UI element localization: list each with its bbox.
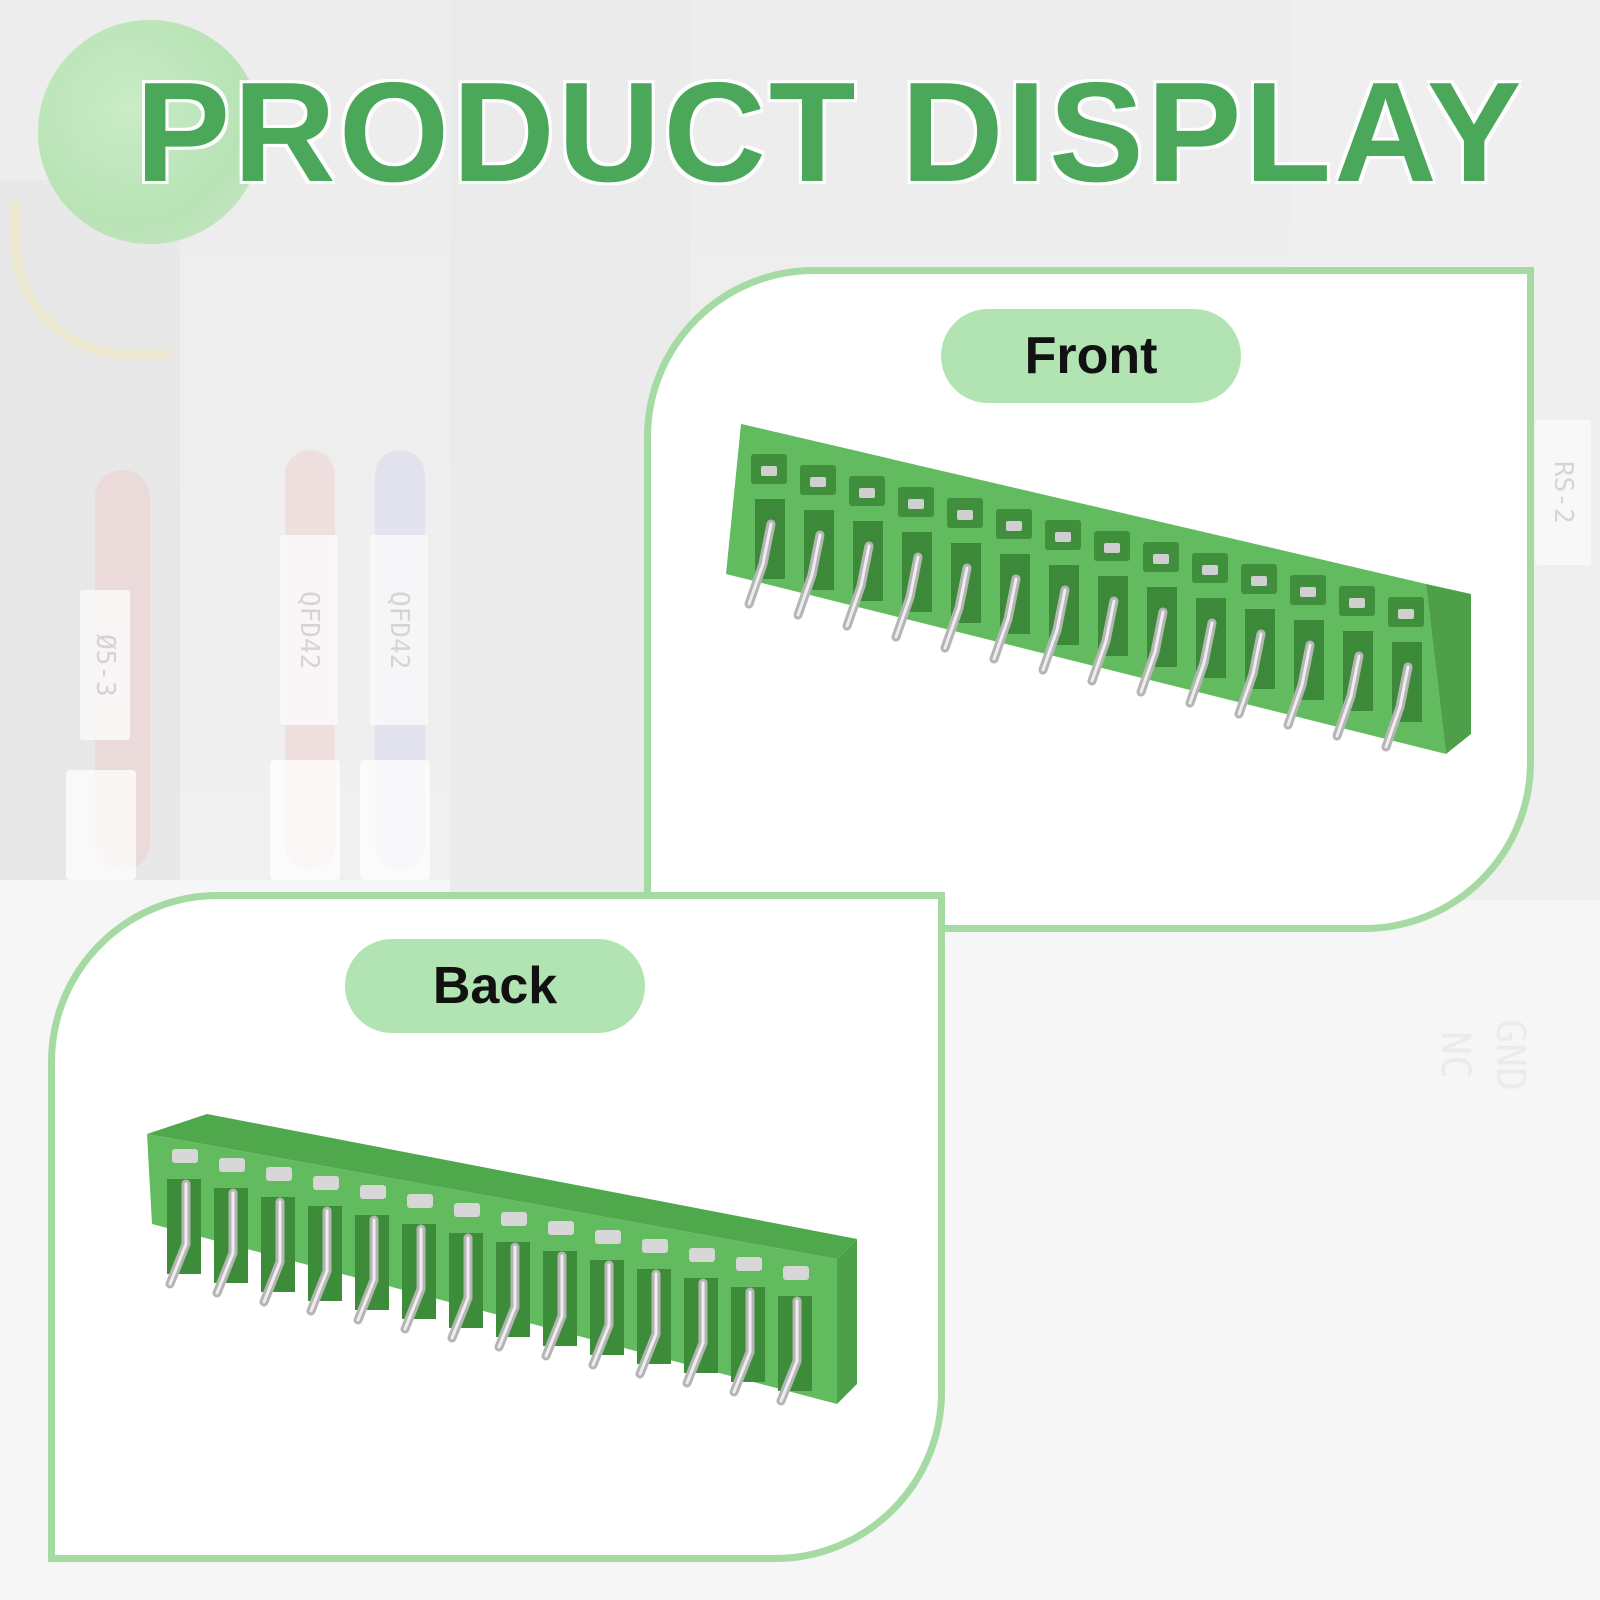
front-view-panel: Front xyxy=(644,267,1534,932)
screw-clamp xyxy=(642,1239,668,1253)
pin-highlight xyxy=(497,1245,517,1349)
block-end-face xyxy=(837,1239,857,1404)
screw-clamp xyxy=(172,1149,198,1163)
pin-highlight xyxy=(1384,665,1410,749)
block-top-edge xyxy=(147,1114,857,1259)
block-end-face xyxy=(1426,584,1471,754)
screw-clamp xyxy=(810,477,826,487)
background-sleeve xyxy=(66,770,136,880)
background-wire-tag: QFD42 xyxy=(280,535,338,725)
pin-highlight xyxy=(1188,621,1214,705)
background-print-label: NC xyxy=(1432,1030,1478,1080)
screw-clamp xyxy=(908,499,924,509)
screw-clamp xyxy=(501,1212,527,1226)
pin-highlight xyxy=(544,1254,564,1358)
background-wire-tag: RS-2 xyxy=(1535,420,1591,565)
pin-highlight xyxy=(894,555,920,639)
screw-clamp xyxy=(313,1176,339,1190)
screw-clamp xyxy=(761,466,777,476)
screw-clamp xyxy=(454,1203,480,1217)
pin-highlight xyxy=(1286,643,1312,727)
screw-clamp xyxy=(1055,532,1071,542)
background-wire-tag: Ø5-3 xyxy=(80,590,130,740)
pin-highlight xyxy=(450,1236,470,1340)
pin-highlight xyxy=(638,1272,658,1376)
background-wire-tag: QFD42 xyxy=(370,535,428,725)
screw-clamp xyxy=(360,1185,386,1199)
screw-clamp xyxy=(266,1167,292,1181)
screw-clamp xyxy=(1202,565,1218,575)
pin-highlight xyxy=(591,1263,611,1367)
screw-clamp xyxy=(736,1257,762,1271)
decorative-circle xyxy=(38,20,262,244)
screw-clamp xyxy=(1398,609,1414,619)
pin-highlight xyxy=(1335,654,1361,738)
screw-clamp xyxy=(689,1248,715,1262)
pin-highlight xyxy=(779,1299,799,1403)
screw-clamp xyxy=(1104,543,1120,553)
screw-clamp xyxy=(548,1221,574,1235)
pin-highlight xyxy=(943,566,969,650)
pin-highlight xyxy=(168,1182,188,1286)
pin-highlight xyxy=(356,1218,376,1322)
pin-highlight xyxy=(309,1209,329,1313)
screw-clamp xyxy=(407,1194,433,1208)
back-label: Back xyxy=(345,939,645,1033)
screw-clamp xyxy=(1006,521,1022,531)
back-terminal-block-image xyxy=(147,1114,857,1406)
screw-clamp xyxy=(1349,598,1365,608)
pin-highlight xyxy=(1237,632,1263,716)
front-label: Front xyxy=(941,309,1241,403)
background-sleeve xyxy=(360,760,430,880)
pin-highlight xyxy=(992,577,1018,661)
pin-highlight xyxy=(403,1227,423,1331)
screw-clamp xyxy=(859,488,875,498)
pin-highlight xyxy=(215,1191,235,1295)
screw-clamp xyxy=(219,1158,245,1172)
screw-clamp xyxy=(1251,576,1267,586)
pin-highlight xyxy=(747,522,773,606)
pin-highlight xyxy=(845,544,871,628)
screw-clamp xyxy=(1300,587,1316,597)
pin-highlight xyxy=(262,1200,282,1304)
pin-highlight xyxy=(685,1281,705,1385)
background-sleeve xyxy=(270,760,340,880)
background-print-label: GND xyxy=(1487,1018,1533,1092)
screw-clamp xyxy=(957,510,973,520)
screw-clamp xyxy=(1153,554,1169,564)
front-terminal-block-image xyxy=(726,424,1471,754)
pin-highlight xyxy=(796,533,822,617)
screw-clamp xyxy=(783,1266,809,1280)
pin-highlight xyxy=(1139,610,1165,694)
pin-highlight xyxy=(1041,588,1067,672)
screw-clamp xyxy=(595,1230,621,1244)
page-title: PRODUCT DISPLAY xyxy=(134,53,1525,212)
pin-highlight xyxy=(732,1290,752,1394)
back-view-panel: Back xyxy=(48,892,945,1562)
pin-highlight xyxy=(1090,599,1116,683)
